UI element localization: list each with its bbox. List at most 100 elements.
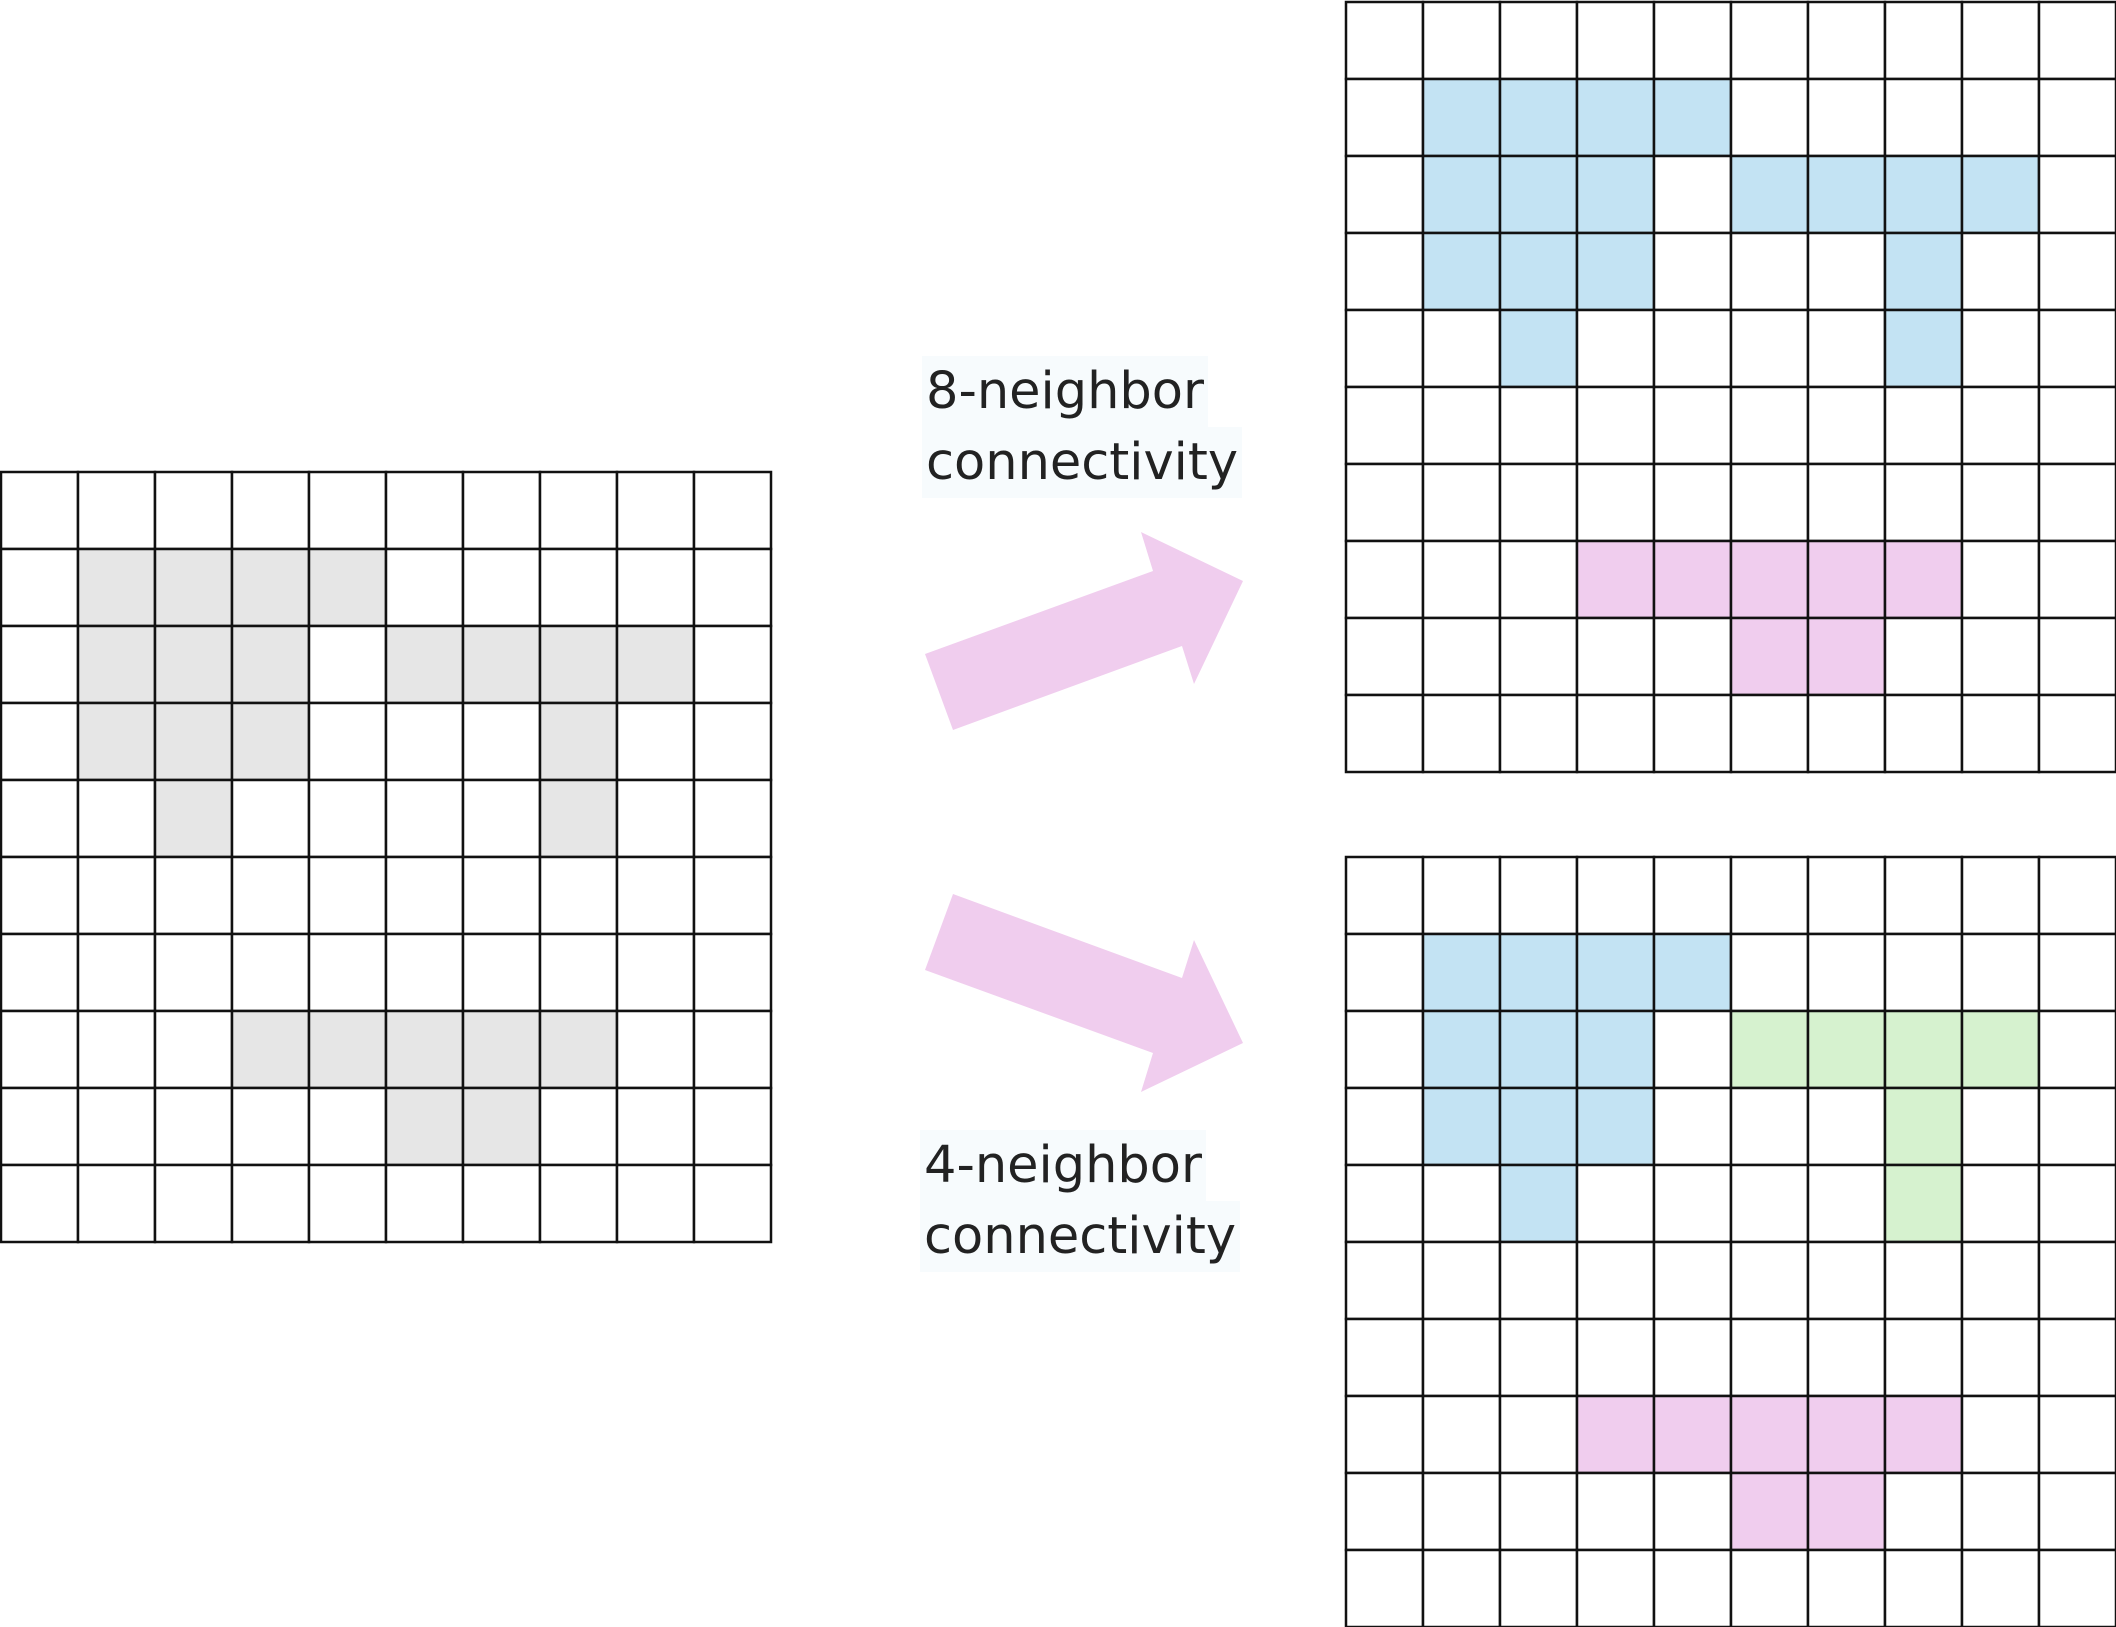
input-grid-cell (692, 1009, 773, 1090)
input-grid-cell (153, 1163, 234, 1244)
eight-neighbor-grid-cell (1883, 385, 1964, 466)
eight-neighbor-grid-cell (1575, 0, 1656, 81)
input-grid-cell (538, 932, 619, 1013)
input-grid-cell (538, 470, 619, 551)
input-grid-cell (692, 701, 773, 782)
input-grid-cell (230, 1086, 311, 1167)
eight-neighbor-grid-cell (1575, 616, 1656, 697)
input-grid-cell (153, 470, 234, 551)
eight-neighbor-label: 8-neighbor connectivity (922, 356, 1243, 498)
four-neighbor-grid-cell (1498, 1009, 1579, 1090)
eight-neighbor-label-line1: 8-neighbor (922, 356, 1208, 427)
eight-neighbor-grid-cell (1498, 231, 1579, 312)
input-grid-cell (76, 1009, 157, 1090)
eight-neighbor-grid-cell (1344, 693, 1425, 774)
input-grid-cell (538, 1009, 619, 1090)
input-grid-cell (384, 855, 465, 936)
input-grid-cell (76, 470, 157, 551)
input-grid-cell (692, 624, 773, 705)
eight-neighbor-grid-cell (1652, 0, 1733, 81)
four-neighbor-grid-cell (1960, 1548, 2041, 1627)
four-neighbor-grid-cell (1498, 855, 1579, 936)
eight-neighbor-grid-cell (1806, 385, 1887, 466)
input-grid-cell (230, 1009, 311, 1090)
input-grid-cell (615, 778, 696, 859)
four-neighbor-grid-cell (1344, 855, 1425, 936)
input-grid-cell (153, 624, 234, 705)
input-grid-cell (153, 855, 234, 936)
eight-neighbor-grid-cell (2037, 154, 2116, 235)
four-neighbor-grid-cell (1421, 1009, 1502, 1090)
eight-neighbor-grid-cell (1575, 539, 1656, 620)
input-grid-cell (0, 470, 80, 551)
four-neighbor-grid-cell (1883, 1548, 1964, 1627)
input-grid-cell (230, 547, 311, 628)
eight-neighbor-grid-cell (1652, 385, 1733, 466)
input-grid-cell (692, 1163, 773, 1244)
eight-neighbor-grid-cell (1421, 462, 1502, 543)
input-grid-cell (76, 855, 157, 936)
input-grid-cell (0, 932, 80, 1013)
four-neighbor-grid-cell (1421, 1317, 1502, 1398)
input-grid-cell (461, 932, 542, 1013)
input-grid-cell (307, 624, 388, 705)
eight-neighbor-grid-cell (1960, 0, 2041, 81)
four-neighbor-grid-cell (1575, 1163, 1656, 1244)
four-neighbor-grid-cell (1652, 1317, 1733, 1398)
eight-neighbor-grid-cell (1806, 462, 1887, 543)
eight-neighbor-grid-cell (1344, 77, 1425, 158)
eight-neighbor-grid-cell (1421, 308, 1502, 389)
four-neighbor-grid-cell (1883, 1471, 1964, 1552)
input-grid-cell (0, 624, 80, 705)
eight-neighbor-label-line2: connectivity (922, 427, 1243, 498)
four-neighbor-grid-cell (1883, 1086, 1964, 1167)
eight-neighbor-grid-cell (1729, 693, 1810, 774)
four-neighbor-grid-cell (1575, 1317, 1656, 1398)
four-neighbor-grid-cell (1421, 932, 1502, 1013)
four-neighbor-grid-cell (1729, 1009, 1810, 1090)
four-neighbor-grid-cell (1883, 1317, 1964, 1398)
input-grid-cell (0, 1163, 80, 1244)
four-neighbor-grid-cell (1652, 1471, 1733, 1552)
eight-neighbor-grid-cell (1960, 77, 2041, 158)
four-neighbor-grid-cell (1421, 1086, 1502, 1167)
eight-neighbor-grid-cell (1421, 539, 1502, 620)
input-grid-cell (538, 701, 619, 782)
four-neighbor-grid-cell (1575, 1394, 1656, 1475)
eight-neighbor-grid-cell (1421, 693, 1502, 774)
four-neighbor-grid-cell (1883, 932, 1964, 1013)
eight-neighbor-grid-cell (2037, 462, 2116, 543)
eight-neighbor-grid-cell (1883, 154, 1964, 235)
eight-neighbor-grid-cell (1498, 693, 1579, 774)
eight-neighbor-grid-cell (1729, 385, 1810, 466)
four-neighbor-label-line1: 4-neighbor (920, 1130, 1206, 1201)
four-neighbor-grid-cell (1652, 855, 1733, 936)
eight-neighbor-grid-cell (1498, 539, 1579, 620)
four-neighbor-grid-cell (1806, 1548, 1887, 1627)
eight-neighbor-grid-cell (1729, 462, 1810, 543)
four-neighbor-grid-cell (1421, 1240, 1502, 1321)
input-grid-cell (615, 1086, 696, 1167)
input-grid-cell (538, 778, 619, 859)
four-neighbor-grid-cell (2037, 855, 2116, 936)
four-neighbor-grid-cell (1883, 1394, 1964, 1475)
four-neighbor-grid-cell (1421, 1471, 1502, 1552)
input-grid-cell (153, 932, 234, 1013)
four-neighbor-grid-cell (1344, 1317, 1425, 1398)
four-neighbor-grid-cell (2037, 1317, 2116, 1398)
eight-neighbor-grid-cell (1344, 0, 1425, 81)
input-grid-cell (461, 701, 542, 782)
input-grid-cell (384, 624, 465, 705)
input-grid-cell (384, 1163, 465, 1244)
four-neighbor-grid-cell (1575, 1240, 1656, 1321)
input-grid-cell (384, 778, 465, 859)
eight-neighbor-grid-cell (1883, 0, 1964, 81)
eight-neighbor-grid-cell (1652, 308, 1733, 389)
eight-neighbor-grid-cell (1575, 154, 1656, 235)
eight-neighbor-grid-cell (1344, 462, 1425, 543)
input-grid-cell (538, 1086, 619, 1167)
input-grid-cell (153, 1086, 234, 1167)
input-grid-cell (384, 547, 465, 628)
four-neighbor-grid-cell (2037, 1471, 2116, 1552)
four-neighbor-grid-cell (1806, 1009, 1887, 1090)
